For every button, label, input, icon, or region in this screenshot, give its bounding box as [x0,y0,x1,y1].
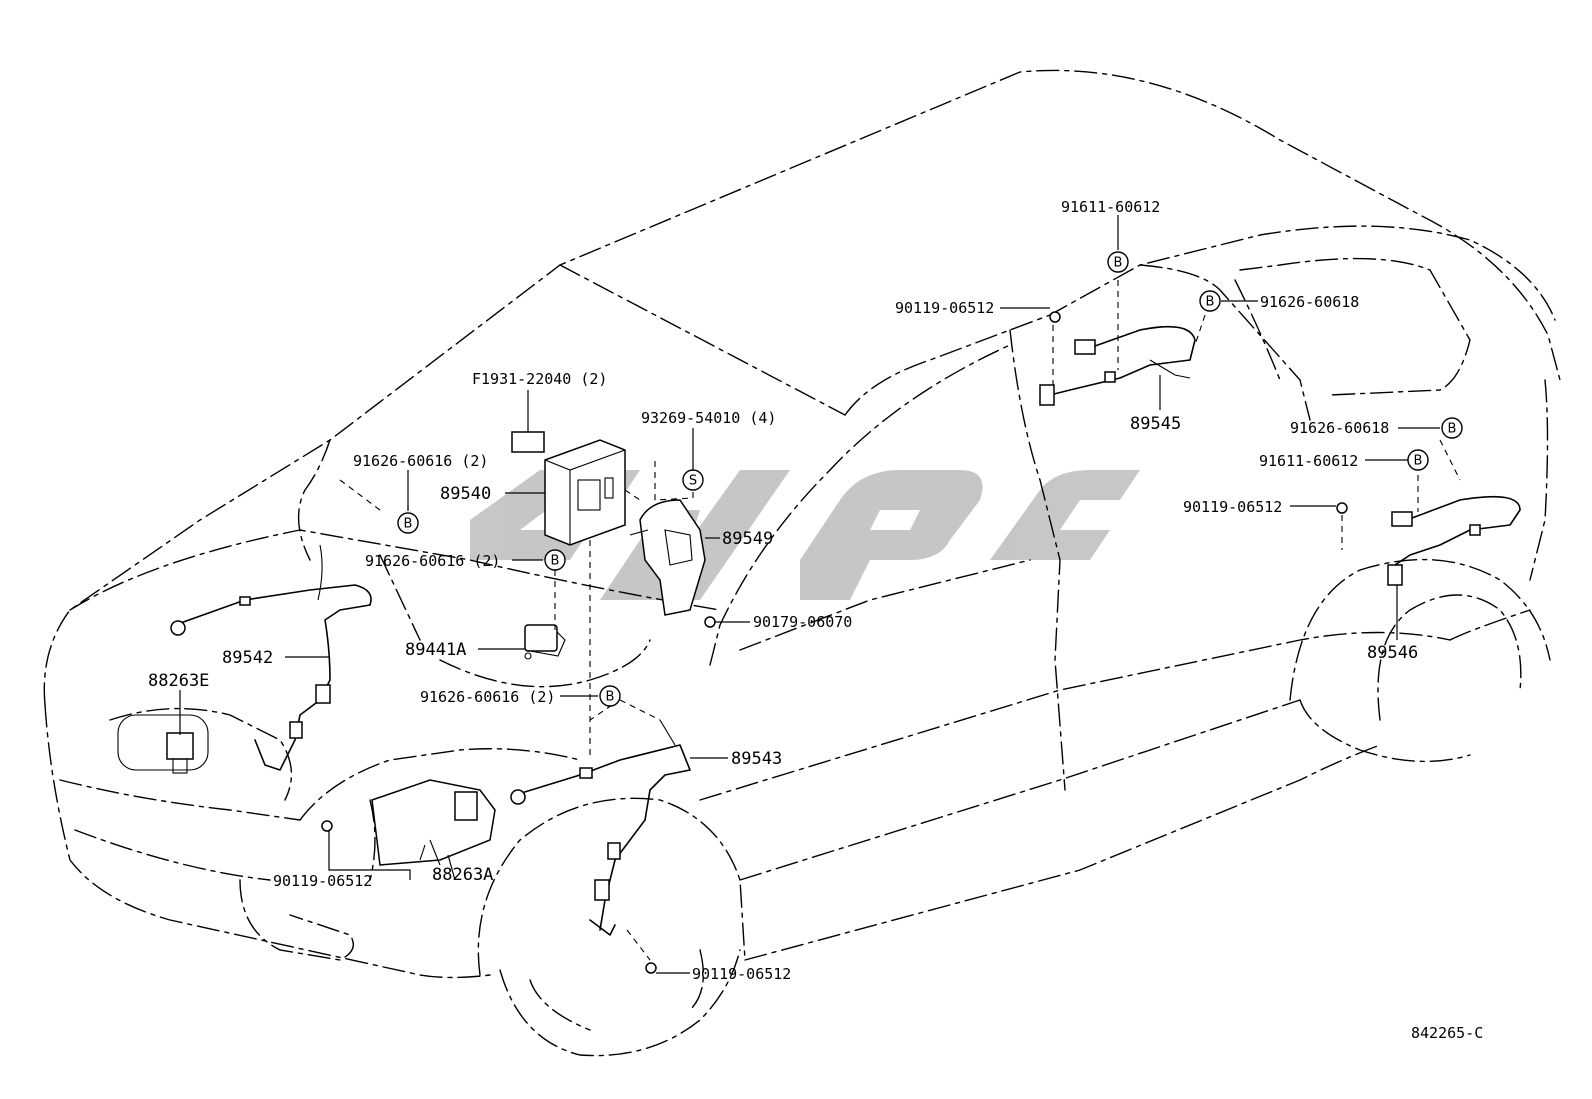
markers: B S B B B B B B [397,251,1463,707]
part-label: 91626-60616 (2) [420,688,555,706]
svg-text:B: B [1206,295,1215,310]
bolt-marker: B [1199,290,1221,312]
part-label: 90179-06070 [753,613,852,631]
part-label: 91626-60616 (2) [365,552,500,570]
part-label: F1931-22040 (2) [472,370,607,388]
svg-text:B: B [606,690,615,705]
part-label: 93269-54010 (4) [641,409,776,427]
svg-text:B: B [551,554,560,569]
bolt-marker: B [544,549,566,571]
bolt-marker: B [397,512,419,534]
vehicle-outline [43,69,1561,1057]
part-label: 89549 [722,529,773,549]
relay-a-part [371,779,496,866]
svg-text:B: B [1114,256,1123,271]
svg-text:B: B [1414,454,1423,469]
yaw-sensor-part [524,624,566,660]
part-label: 90119-06512 [1183,498,1282,516]
part-label: 89441A [405,640,466,660]
drawing-number: 842265-C [1411,1024,1483,1042]
part-labels: F1931-22040 (2) 93269-54010 (4) 91626-60… [148,198,1483,1042]
part-label: 90119-06512 [895,299,994,317]
part-label: 88263E [148,671,209,691]
svg-text:B: B [1448,422,1457,437]
front-right-sensor-harness [510,719,691,936]
part-label: 88263A [432,865,493,885]
svg-text:B: B [404,517,413,532]
part-label: 90119-06512 [692,965,791,983]
part-label: 91626-60618 [1260,293,1359,311]
abs-ecu-part [511,431,626,546]
nut-bracket [704,616,716,628]
bolt-marker: B [1407,449,1429,471]
part-label: 91611-60612 [1061,198,1160,216]
bolt-fl [321,820,333,832]
part-label: 89545 [1130,414,1181,434]
ecu-bracket-part [629,499,706,616]
part-label: 89540 [440,484,491,504]
rear-right-sensor-harness [1039,311,1196,406]
front-left-sensor-harness [170,544,372,771]
part-label: 91611-60612 [1259,452,1358,470]
screw-marker: S [682,469,704,491]
bolt-fr [645,962,657,974]
rear-left-sensor-harness [1336,495,1521,586]
parts [117,311,1521,974]
bolt-marker: B [1107,251,1129,273]
part-label: 91626-60618 [1290,419,1389,437]
leader-lines [179,215,1440,974]
part-label: 89542 [222,648,273,668]
part-label: 89543 [731,749,782,769]
svg-text:S: S [689,474,697,489]
bolt-marker: B [1441,417,1463,439]
part-label: 90119-06512 [273,872,372,890]
relay-e-part [117,714,209,774]
bolt-marker: B [599,685,621,707]
part-label: 91626-60616 (2) [353,452,488,470]
part-label: 89546 [1367,643,1418,663]
